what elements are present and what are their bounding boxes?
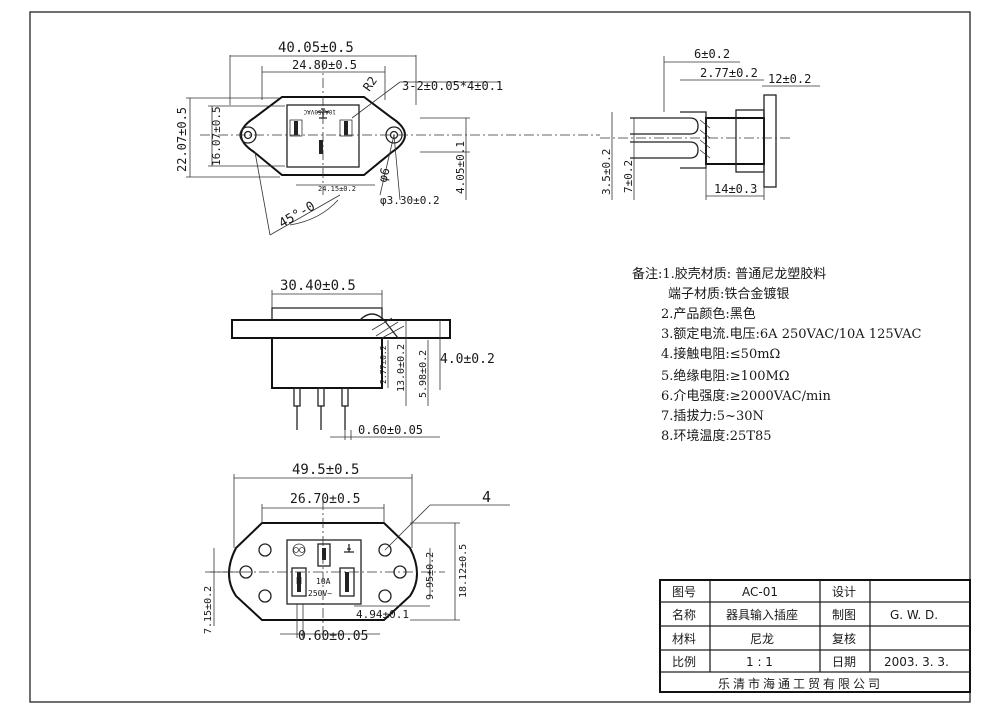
front-pin-3 <box>341 387 349 407</box>
front-latch <box>359 313 408 339</box>
side-terminal-bot <box>630 141 699 159</box>
top-dim-height: 22.07±0.5 <box>175 107 189 172</box>
front-dim-277: 2.77±0.2 <box>379 345 388 384</box>
note-3: 3.额定电流.电压:6A 250VAC/10A 125VAC <box>661 327 922 342</box>
bottom-cc-mark <box>292 543 306 557</box>
tb-company: 乐清市海通工贸有限公司 <box>718 676 883 691</box>
top-dim-depth: 4.05±0.1 <box>454 141 467 194</box>
note-5: 5.绝缘电阻:≥100MΩ <box>661 368 790 384</box>
top-dim-inner: 24.80±0.5 <box>292 58 357 72</box>
bottom-pin-right <box>339 567 355 597</box>
tb-material: 尼龙 <box>750 632 774 646</box>
top-view: 10A250VAC 40.05±0.5 24.80±0.5 R2 3-2±0.0… <box>175 40 600 236</box>
tb-drawing-no: AC-01 <box>742 585 778 599</box>
top-dim-width: 40.05±0.5 <box>278 40 354 56</box>
top-dim-angle: 45°-0 <box>277 199 318 232</box>
tb-drawer: G. W. D. <box>890 608 938 622</box>
front-dim-060: 0.60±0.05 <box>358 423 423 437</box>
tb-name: 器具输入插座 <box>726 607 798 622</box>
bottom-earth-symbol <box>344 544 354 553</box>
front-dim-598: 5.98±0.2 <box>418 350 429 398</box>
side-dim-6: 6±0.2 <box>694 47 730 61</box>
note-7: 7.插拔力:5~30N <box>661 409 764 424</box>
top-dim-pin-span: 24.15±0.2 <box>318 185 356 193</box>
side-terminal-top <box>630 117 699 135</box>
bottom-dim-callout: 4 <box>482 488 491 506</box>
bottom-view: N 10A 250V~ 49.5±0.5 26.70±0.5 4 9.95±0.… <box>203 462 510 644</box>
bottom-hole-bl <box>258 589 272 603</box>
note-1: 端子材质:铁合金镀银 <box>668 286 789 302</box>
side-view: 6±0.2 2.77±0.2 12±0.2 3.5±0.2 7±0.2 14±0… <box>600 47 820 200</box>
notes-block: 备注:1.胶壳材质: 普通尼龙塑胶料 端子材质:铁合金镀银 2.产品颜色:黑色 … <box>632 266 922 444</box>
top-dim-r2: R2 <box>360 74 380 94</box>
bottom-pin-left <box>291 567 307 597</box>
bottom-dim-width: 49.5±0.5 <box>292 462 359 478</box>
bottom-dim-995: 9.95±0.2 <box>425 552 436 600</box>
front-pin-1 <box>293 387 301 407</box>
side-dim-277: 2.77±0.2 <box>700 66 758 80</box>
side-dim-14: 14±0.3 <box>714 182 757 196</box>
note-2: 2.产品颜色:黑色 <box>661 306 756 322</box>
bottom-hole-br <box>378 589 392 603</box>
tb-label-material: 材料 <box>672 632 696 646</box>
front-body <box>271 337 383 389</box>
note-4: 4.接触电阻:≤50mΩ <box>661 346 780 362</box>
bottom-hole-tl <box>258 543 272 557</box>
side-dim-7: 7±0.2 <box>622 160 635 193</box>
tb-label-date: 日期 <box>832 655 856 669</box>
side-body <box>705 117 765 165</box>
bottom-dim-060: 0.60±0.05 <box>298 629 368 644</box>
note-0: 备注:1.胶壳材质: 普通尼龙塑胶料 <box>632 266 826 282</box>
tb-label-name: 名称 <box>672 607 696 622</box>
top-pin-center <box>319 140 323 154</box>
front-view: 30.40±0.5 4.0±0.2 2.77±0.2 13.0±0.2 5.98… <box>231 278 495 440</box>
bottom-label-n: N <box>296 576 302 587</box>
tb-label-drawing-no: 图号 <box>672 585 696 599</box>
bottom-flange-outline <box>228 522 418 621</box>
tb-date: 2003. 3. 3. <box>884 655 949 669</box>
title-block: 图号 AC-01 设计 名称 器具输入插座 制图 G. W. D. 材料 尼龙 … <box>659 579 971 693</box>
bottom-dim-715: 7.15±0.2 <box>203 586 214 634</box>
tb-label-scale: 比例 <box>672 655 696 669</box>
note-8: 8.环境温度:25T85 <box>661 428 772 444</box>
top-dim-pins: 3-2±0.05*4±0.1 <box>402 79 503 93</box>
top-dim-phi6: φ6 <box>375 166 392 184</box>
sheet-border <box>29 11 971 703</box>
tb-scale: 1 : 1 <box>746 655 773 669</box>
top-pin-right <box>344 121 348 135</box>
bottom-dim-494: 4.94±0.1 <box>356 608 409 621</box>
side-dim-35: 3.5±0.2 <box>600 149 613 195</box>
front-dim-13: 13.0±0.2 <box>396 344 407 392</box>
tb-label-review: 复核 <box>832 632 856 646</box>
bottom-pin-top <box>317 543 331 567</box>
bottom-dim-1812: 18.12±0.5 <box>458 544 469 598</box>
bottom-hole-tr <box>378 543 392 557</box>
tb-label-draw: 制图 <box>832 608 856 622</box>
front-pin-2 <box>317 387 325 407</box>
top-dim-hole: φ3.30±0.2 <box>380 194 440 207</box>
top-pin-left <box>294 121 298 135</box>
front-dim-4: 4.0±0.2 <box>440 352 495 367</box>
front-dim-width: 30.40±0.5 <box>280 278 356 294</box>
front-flange <box>231 319 451 339</box>
bottom-dim-inner: 26.70±0.5 <box>290 492 360 507</box>
note-6: 6.介电强度:≥2000VAC/min <box>661 388 831 404</box>
side-dim-12: 12±0.2 <box>768 72 811 86</box>
bottom-label-250v: 250V~ <box>308 589 332 598</box>
tb-label-design: 设计 <box>832 585 856 599</box>
top-dim-inner-h: 16.07±0.5 <box>210 106 223 166</box>
